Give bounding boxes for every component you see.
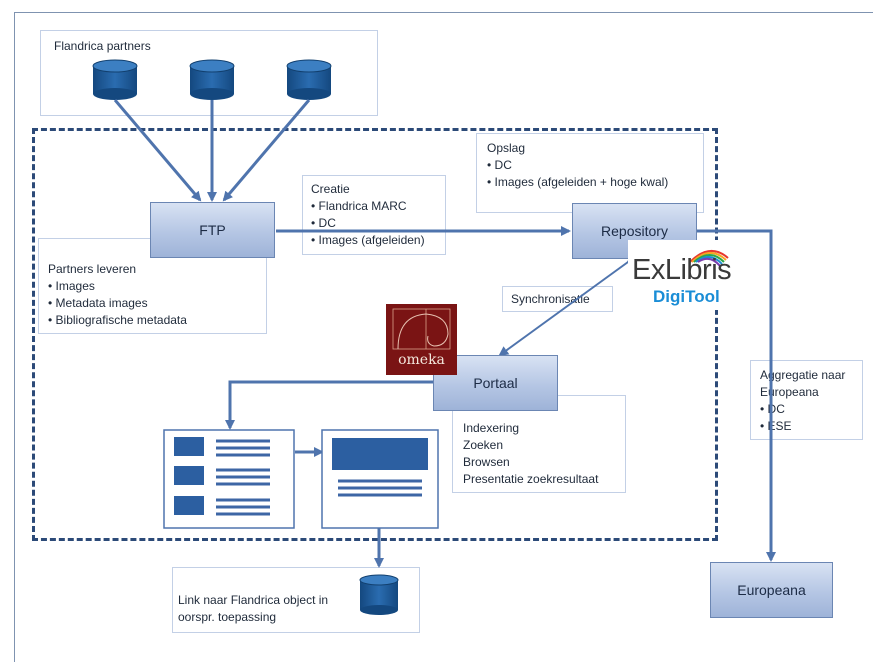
partners-panel-title: Flandrica partners [54,39,151,53]
opslag-panel: Opslag • DC • Images (afgeleiden + hoge … [476,133,704,213]
partners-leveren-item: • Bibliografische metadata [48,313,187,327]
creatie-item: • DC [311,216,336,230]
omeka-wordmark: omeka [398,352,445,368]
link-line: oorspr. toepassing [178,610,277,624]
ftp-box: FTP [150,202,275,258]
portaal-function-item: Presentatie zoekresultaat [463,472,599,486]
omeka-spiral-icon [392,308,451,350]
aggregatie-line: • ESE [760,419,792,433]
portaal-label: Portaal [473,375,518,391]
database-icon [92,59,138,100]
database-icon [359,574,399,615]
repository-label: Repository [601,223,668,239]
digitool-wordmark: DigiTool [653,287,720,306]
database-icon [189,59,235,100]
opslag-title: Opslag [487,141,526,155]
omeka-logo: omeka [386,304,457,375]
creatie-panel: Creatie • Flandrica MARC • DC • Images (… [302,175,446,255]
arrow-sync [498,253,638,357]
europeana-box: Europeana [710,562,833,618]
opslag-item: • Images (afgeleiden + hoge kwal) [487,175,669,189]
exlibris-wordmark: ExLibris [632,254,732,286]
partners-leveren-title: Partners leveren [48,262,137,276]
arrow-portaal-list [225,380,433,430]
frame-top-line [14,12,873,13]
aggregatie-line: Europeana [760,385,819,399]
system-boundary [32,128,718,541]
frame-left-line [14,12,15,662]
portaal-function-item: Browsen [463,455,510,469]
portaal-functions-panel: Indexering Zoeken Browsen Presentatie zo… [452,395,626,493]
partners-leveren-item: • Metadata images [48,296,148,310]
exlibris-logo: ExLibris DigiTool [628,240,742,310]
arrow-repository-europeana [697,229,776,562]
exlibris-arc-icon [689,250,729,267]
result-list-icon [163,429,295,529]
creatie-item: • Flandrica MARC [311,199,407,213]
partners-leveren-item: • Images [48,279,95,293]
aggregatie-line: Aggregatie naar [760,368,846,382]
europeana-label: Europeana [737,582,806,598]
link-line: Link naar Flandrica object in [178,593,329,607]
creatie-item: • Images (afgeleiden) [311,233,425,247]
opslag-item: • DC [487,158,512,172]
result-detail-icon [321,429,439,529]
database-icon [286,59,332,100]
aggregatie-panel: Aggregatie naar Europeana • DC • ESE [750,360,863,440]
portaal-function-item: Zoeken [463,438,504,452]
portaal-function-item: Indexering [463,421,520,435]
arrow-partner-ftp [222,99,311,202]
creatie-title: Creatie [311,182,350,196]
ftp-label: FTP [199,222,226,238]
arrow-partner-ftp [113,99,202,202]
